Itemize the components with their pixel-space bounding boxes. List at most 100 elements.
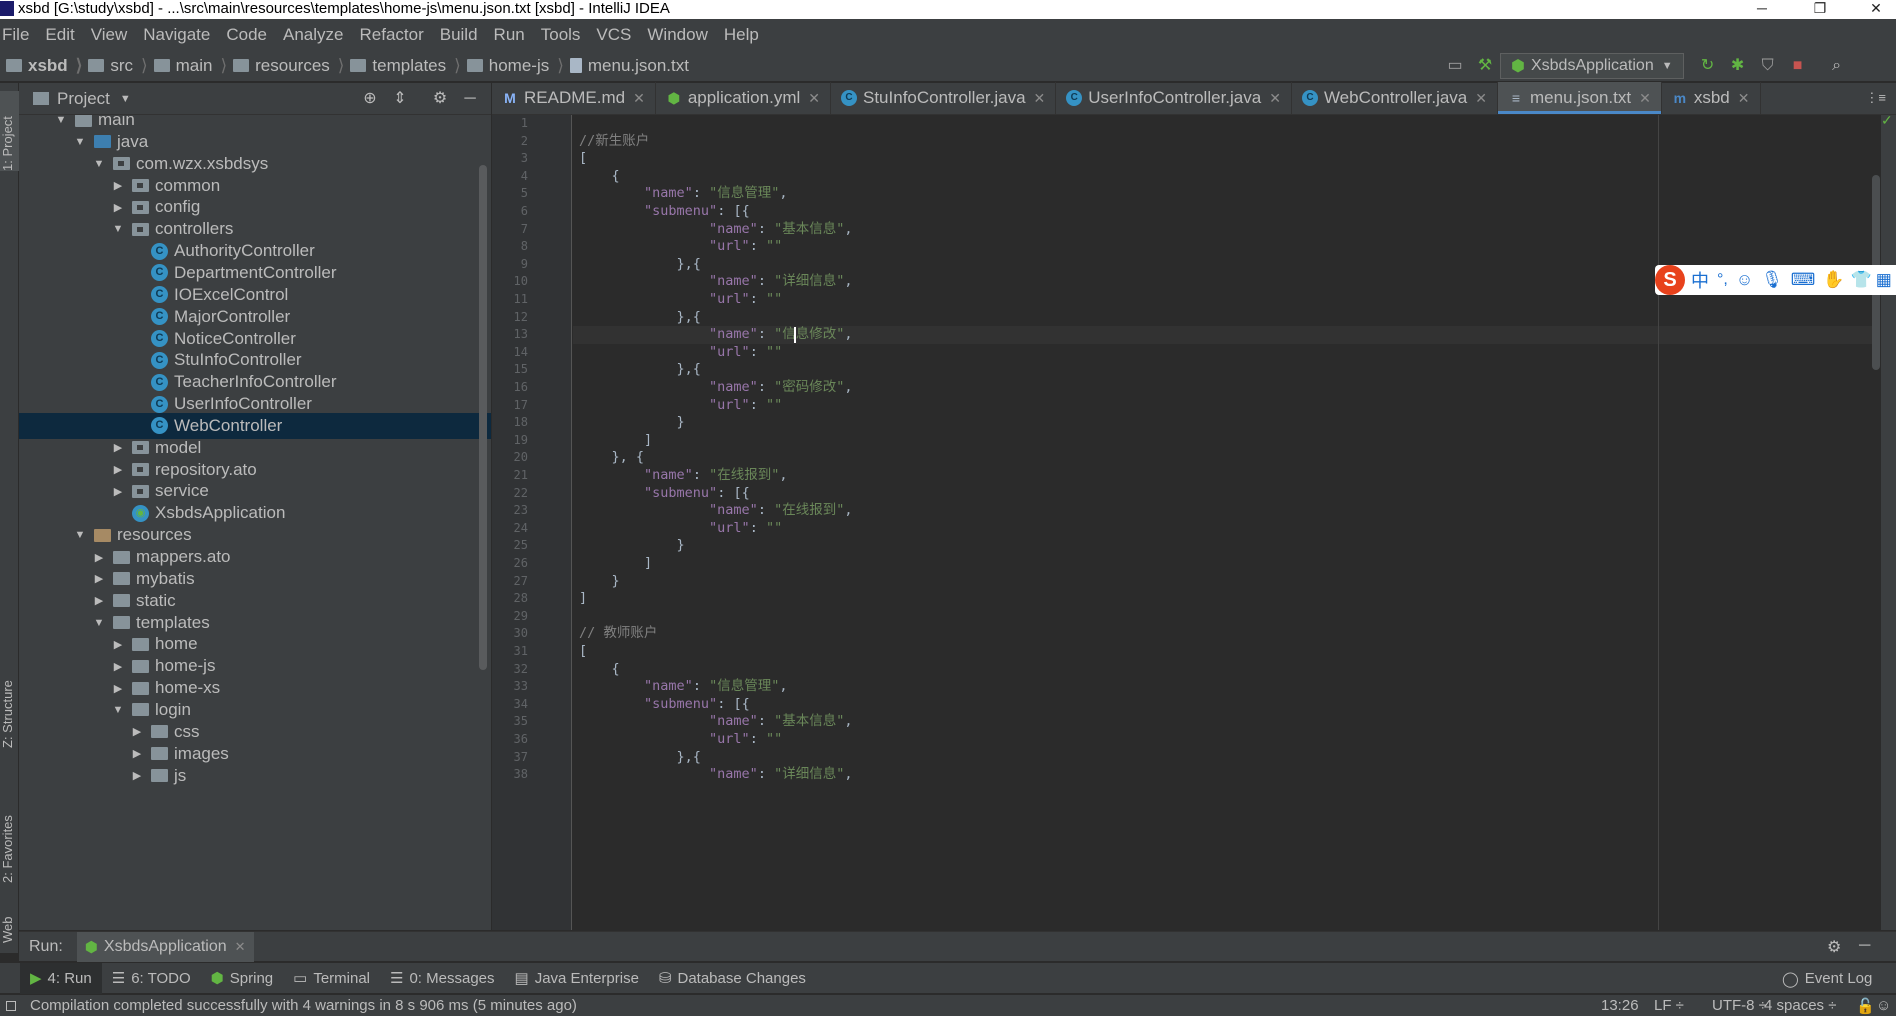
lock-icon[interactable]: 🔓 [1856,997,1875,1015]
code-line[interactable]: "submenu": [{ [579,696,750,714]
stop-icon[interactable]: ■ [1792,57,1803,74]
hide-panel-icon[interactable]: ─ [1859,937,1871,954]
code-line[interactable]: "name": "信息管理", [579,678,787,696]
tree-scrollbar[interactable] [479,165,487,670]
skin-icon[interactable]: 👕 [1850,270,1872,289]
line-separator[interactable]: LF ÷ [1654,997,1684,1014]
code-line[interactable]: "url": "" [579,731,782,749]
tool-window-database-changes[interactable]: ⛁Database Changes [649,963,816,994]
menu-refactor[interactable]: Refactor [359,24,424,44]
chevron-down-icon[interactable]: ▼ [119,92,131,105]
code-line[interactable]: },{ [579,749,701,767]
tree-item[interactable]: ▶model [19,435,491,461]
status-message[interactable]: Compilation completed successfully with … [30,997,577,1014]
tool-window-0-messages[interactable]: ☰0: Messages [380,963,505,994]
locate-target-icon[interactable]: ⊕ [363,89,377,107]
chevron-down-icon[interactable]: ▼ [112,223,124,236]
chevron-right-icon[interactable]: ▶ [113,638,123,651]
tool-window-terminal[interactable]: ▭Terminal [283,963,380,994]
tree-item[interactable]: ▶css [19,719,491,745]
code-line[interactable]: [ [579,150,587,168]
menu-view[interactable]: View [90,24,128,44]
ime-lang-toggle[interactable]: 中 [1691,271,1709,291]
tool-window-java-enterprise[interactable]: ▤Java Enterprise [505,963,649,994]
menu-window[interactable]: Window [647,24,708,44]
tree-item[interactable]: ▶config [19,194,491,220]
toggle-tool-windows-icon[interactable] [6,1000,16,1011]
tree-item[interactable]: ▶repository.ato [19,457,491,483]
code-line[interactable]: "name": "在线报到", [579,502,852,520]
breadcrumb-item[interactable]: resources⟩ [233,56,344,76]
close-icon[interactable]: ✕ [1639,89,1651,106]
menu-navigate[interactable]: Navigate [143,24,211,44]
chevron-right-icon[interactable]: ▶ [94,573,104,586]
run-tab[interactable]: ⬢ XsbdsApplication ✕ [76,931,254,962]
tool-window-4-run[interactable]: ▶4: Run [20,962,102,994]
tool-window-6-todo[interactable]: ☰6: TODO [102,963,201,994]
code-line[interactable]: ] [579,590,587,608]
code-line[interactable]: // 教师账户 [579,625,658,642]
microphone-icon[interactable]: 🎙 [1761,270,1783,289]
tree-item[interactable]: ▶static [19,588,491,614]
tree-item[interactable]: ▼main [19,115,491,133]
tree-item[interactable]: ▼controllers [19,216,491,242]
restore-button[interactable]: ❐ [1813,0,1827,16]
gear-icon[interactable]: ⚙ [1827,939,1842,956]
menu-code[interactable]: Code [226,24,267,44]
close-window-button[interactable]: ✕ [1870,0,1882,16]
code-line[interactable]: },{ [579,361,701,379]
breadcrumb-item[interactable]: xsbd⟩ [6,56,82,76]
code-line[interactable]: ] [579,555,652,573]
punctuation-icon[interactable]: °, [1717,271,1728,288]
chevron-down-icon[interactable]: ▼ [112,703,124,716]
breadcrumb-item[interactable]: src⟩ [88,56,148,76]
close-icon[interactable]: ✕ [234,938,246,954]
keyboard-icon[interactable]: ⌨ [1790,270,1816,289]
menu-tools[interactable]: Tools [540,24,581,44]
chevron-right-icon[interactable]: ▶ [113,180,123,193]
tree-item[interactable]: ▼login [19,697,491,723]
chevron-down-icon[interactable]: ▼ [93,157,105,170]
code-line[interactable]: { [579,168,620,186]
menu-edit[interactable]: Edit [45,24,75,44]
chevron-down-icon[interactable]: ▼ [74,529,86,542]
code-line[interactable]: }, { [579,449,645,467]
tree-item[interactable]: ▼java [19,129,491,155]
project-structure-icon[interactable]: ▭ [1447,57,1463,74]
chevron-right-icon[interactable]: ▶ [94,595,104,608]
code-line[interactable]: [ [579,643,587,661]
tree-item[interactable]: ▼com.wzx.xsbdsys [19,151,491,177]
run-configuration-select[interactable]: ⬢ XsbdsApplication ▼ [1500,53,1684,79]
code-line[interactable]: "name": "信息修改", [573,326,1873,344]
inspector-icon[interactable]: ☺ [1876,997,1892,1014]
close-icon[interactable]: ✕ [1033,89,1046,106]
tools-grid-icon[interactable]: ▦ [1875,270,1892,289]
tree-item[interactable]: ▶js [19,763,491,789]
code-line[interactable]: },{ [579,256,701,274]
collapse-all-icon[interactable]: ⇕ [393,89,407,107]
menu-file[interactable]: File [2,24,30,44]
menu-build[interactable]: Build [439,24,478,44]
code-line[interactable]: },{ [579,309,701,327]
project-tool-button[interactable]: 1: Project [0,91,19,171]
breadcrumb-item[interactable]: menu.json.txt [569,56,689,76]
code-line[interactable]: "name": "基本信息", [579,221,852,239]
code-editor[interactable]: //新生账户[ { "name": "信息管理", "submenu": [{ … [573,115,1896,930]
caret-position[interactable]: 13:26 [1601,997,1639,1014]
chevron-down-icon[interactable]: ▼ [55,115,67,126]
tree-item[interactable]: ▼templates [19,610,491,636]
code-line[interactable]: } [579,537,685,555]
breadcrumb-item[interactable]: main⟩ [153,56,227,76]
tree-item[interactable]: ◉XsbdsApplication [19,500,491,526]
tree-item[interactable]: ▶home-xs [19,675,491,701]
tree-item[interactable]: ▶mybatis [19,566,491,592]
close-icon[interactable]: ✕ [808,89,820,106]
search-icon[interactable]: ⌕ [1832,57,1842,74]
tree-item[interactable]: ▶home [19,631,491,657]
tab-overflow-icon[interactable]: ⋮≡ [1865,90,1886,105]
